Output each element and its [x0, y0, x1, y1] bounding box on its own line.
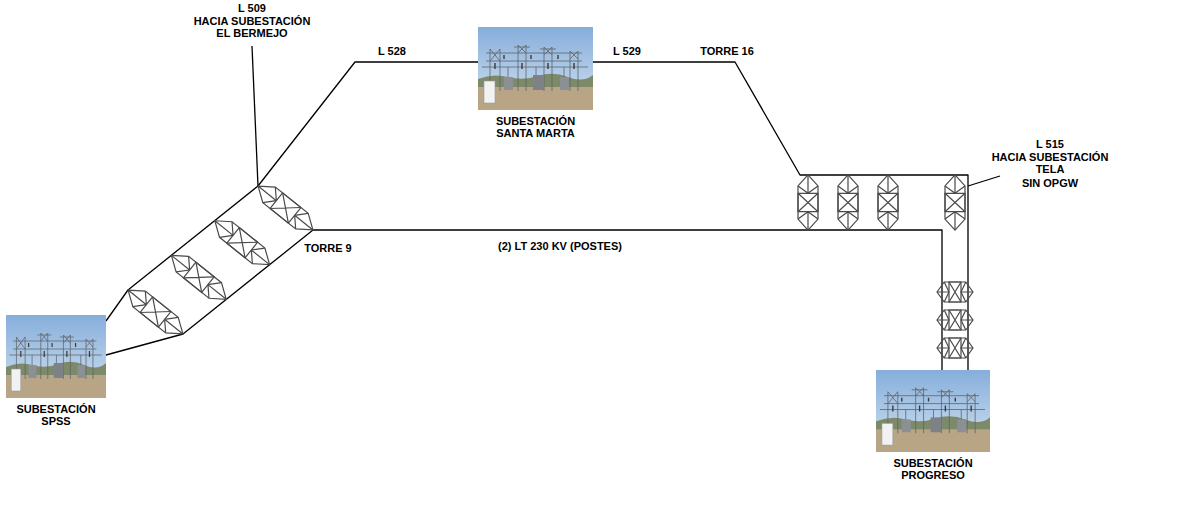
line-label: SIN OPGW [1010, 177, 1090, 189]
line-label: L 509 [222, 2, 282, 14]
line-label: HACIA SUBESTACIÓN TELA [988, 151, 1113, 175]
substation-node: SUBESTACIÓN SPSS [6, 315, 106, 427]
substation-photo [478, 27, 593, 110]
tower-symbol [209, 213, 276, 273]
substation-node: SUBESTACIÓN PROGRESO [876, 370, 990, 481]
substation-photo [876, 370, 990, 452]
substation-photo [6, 315, 106, 398]
substation-name: SUBESTACIÓN SPSS [6, 403, 106, 427]
tower-symbol [165, 248, 232, 308]
substation-photo-image [6, 315, 106, 398]
substation-name: SUBESTACIÓN PROGRESO [876, 457, 990, 481]
line-name: L 528 [362, 45, 422, 57]
substation-photo-image [876, 370, 990, 452]
tower-symbol [122, 282, 189, 342]
tower-symbol [937, 310, 973, 330]
substation-photo-image [478, 27, 593, 110]
line-label: L 515 [1020, 138, 1080, 150]
line-label: TORRE 9 [293, 242, 363, 254]
transmission-line [106, 230, 942, 370]
line-label: TORRE 16 [692, 45, 762, 57]
tower-symbol [252, 178, 319, 238]
tower-symbol [878, 175, 898, 230]
tower-symbol [937, 338, 973, 358]
tower-symbol [937, 282, 973, 302]
transmission-line [593, 62, 968, 370]
tower-symbol [945, 175, 965, 230]
tower-symbol [838, 175, 858, 230]
substation-node: SUBESTACIÓN SANTA MARTA [478, 27, 593, 139]
line-l515-wire [968, 176, 1000, 186]
transmission-line [106, 62, 478, 321]
line-l509-wire [252, 46, 258, 186]
line-name: L 529 [597, 45, 657, 57]
line-label: HACIA SUBESTACIÓN EL BERMEJO [190, 15, 315, 39]
tower-symbol [798, 175, 818, 230]
line-name: (2) LT 230 KV (POSTES) [470, 240, 650, 252]
substation-name: SUBESTACIÓN SANTA MARTA [478, 115, 593, 139]
